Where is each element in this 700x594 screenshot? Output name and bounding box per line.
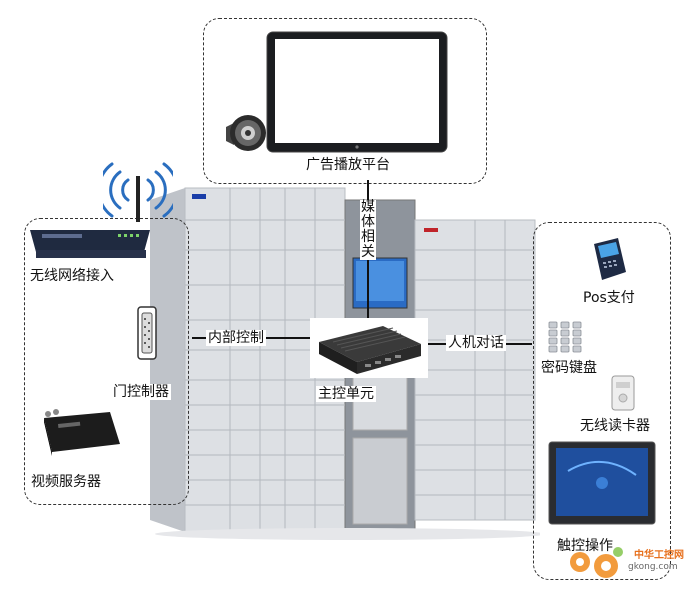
pos-label: Pos支付 [583,290,635,306]
main-unit-label: 主控单元 [316,386,376,402]
right-peripherals-group [533,222,671,580]
watermark-url: gkong.com [628,562,678,572]
touch-label: 触控操作 [557,538,613,554]
video-server-label: 视频服务器 [31,474,101,490]
media-label: 媒体相关 [360,199,376,260]
locker-cabinet [150,187,540,540]
left-peripherals-group [24,218,189,505]
card-reader-label: 无线读卡器 [578,418,652,434]
video-server-icon [44,409,120,456]
pos-terminal-icon [594,238,626,280]
keypad-label: 密码键盘 [539,360,599,376]
ad-platform-group [203,18,487,184]
card-reader-icon [611,375,635,411]
monitor-icon [266,31,448,153]
main-control-unit-icon [319,326,421,374]
keypad-icon [548,321,582,353]
touch-panel-icon [548,441,656,525]
ad-platform-label: 广告播放平台 [306,157,390,173]
speaker-icon [226,115,266,151]
internal-control-label: 内部控制 [206,330,266,346]
wireless-label: 无线网络接入 [30,268,114,284]
watermark-brand: 中华工控网 [634,550,684,561]
hmi-label: 人机对话 [446,335,506,351]
wifi-signal-icon [103,162,173,222]
gear-logo-icon [570,547,623,578]
wireless-router-icon [30,230,150,258]
door-controller-icon [137,306,157,360]
door-controller-label: 门控制器 [111,384,171,400]
